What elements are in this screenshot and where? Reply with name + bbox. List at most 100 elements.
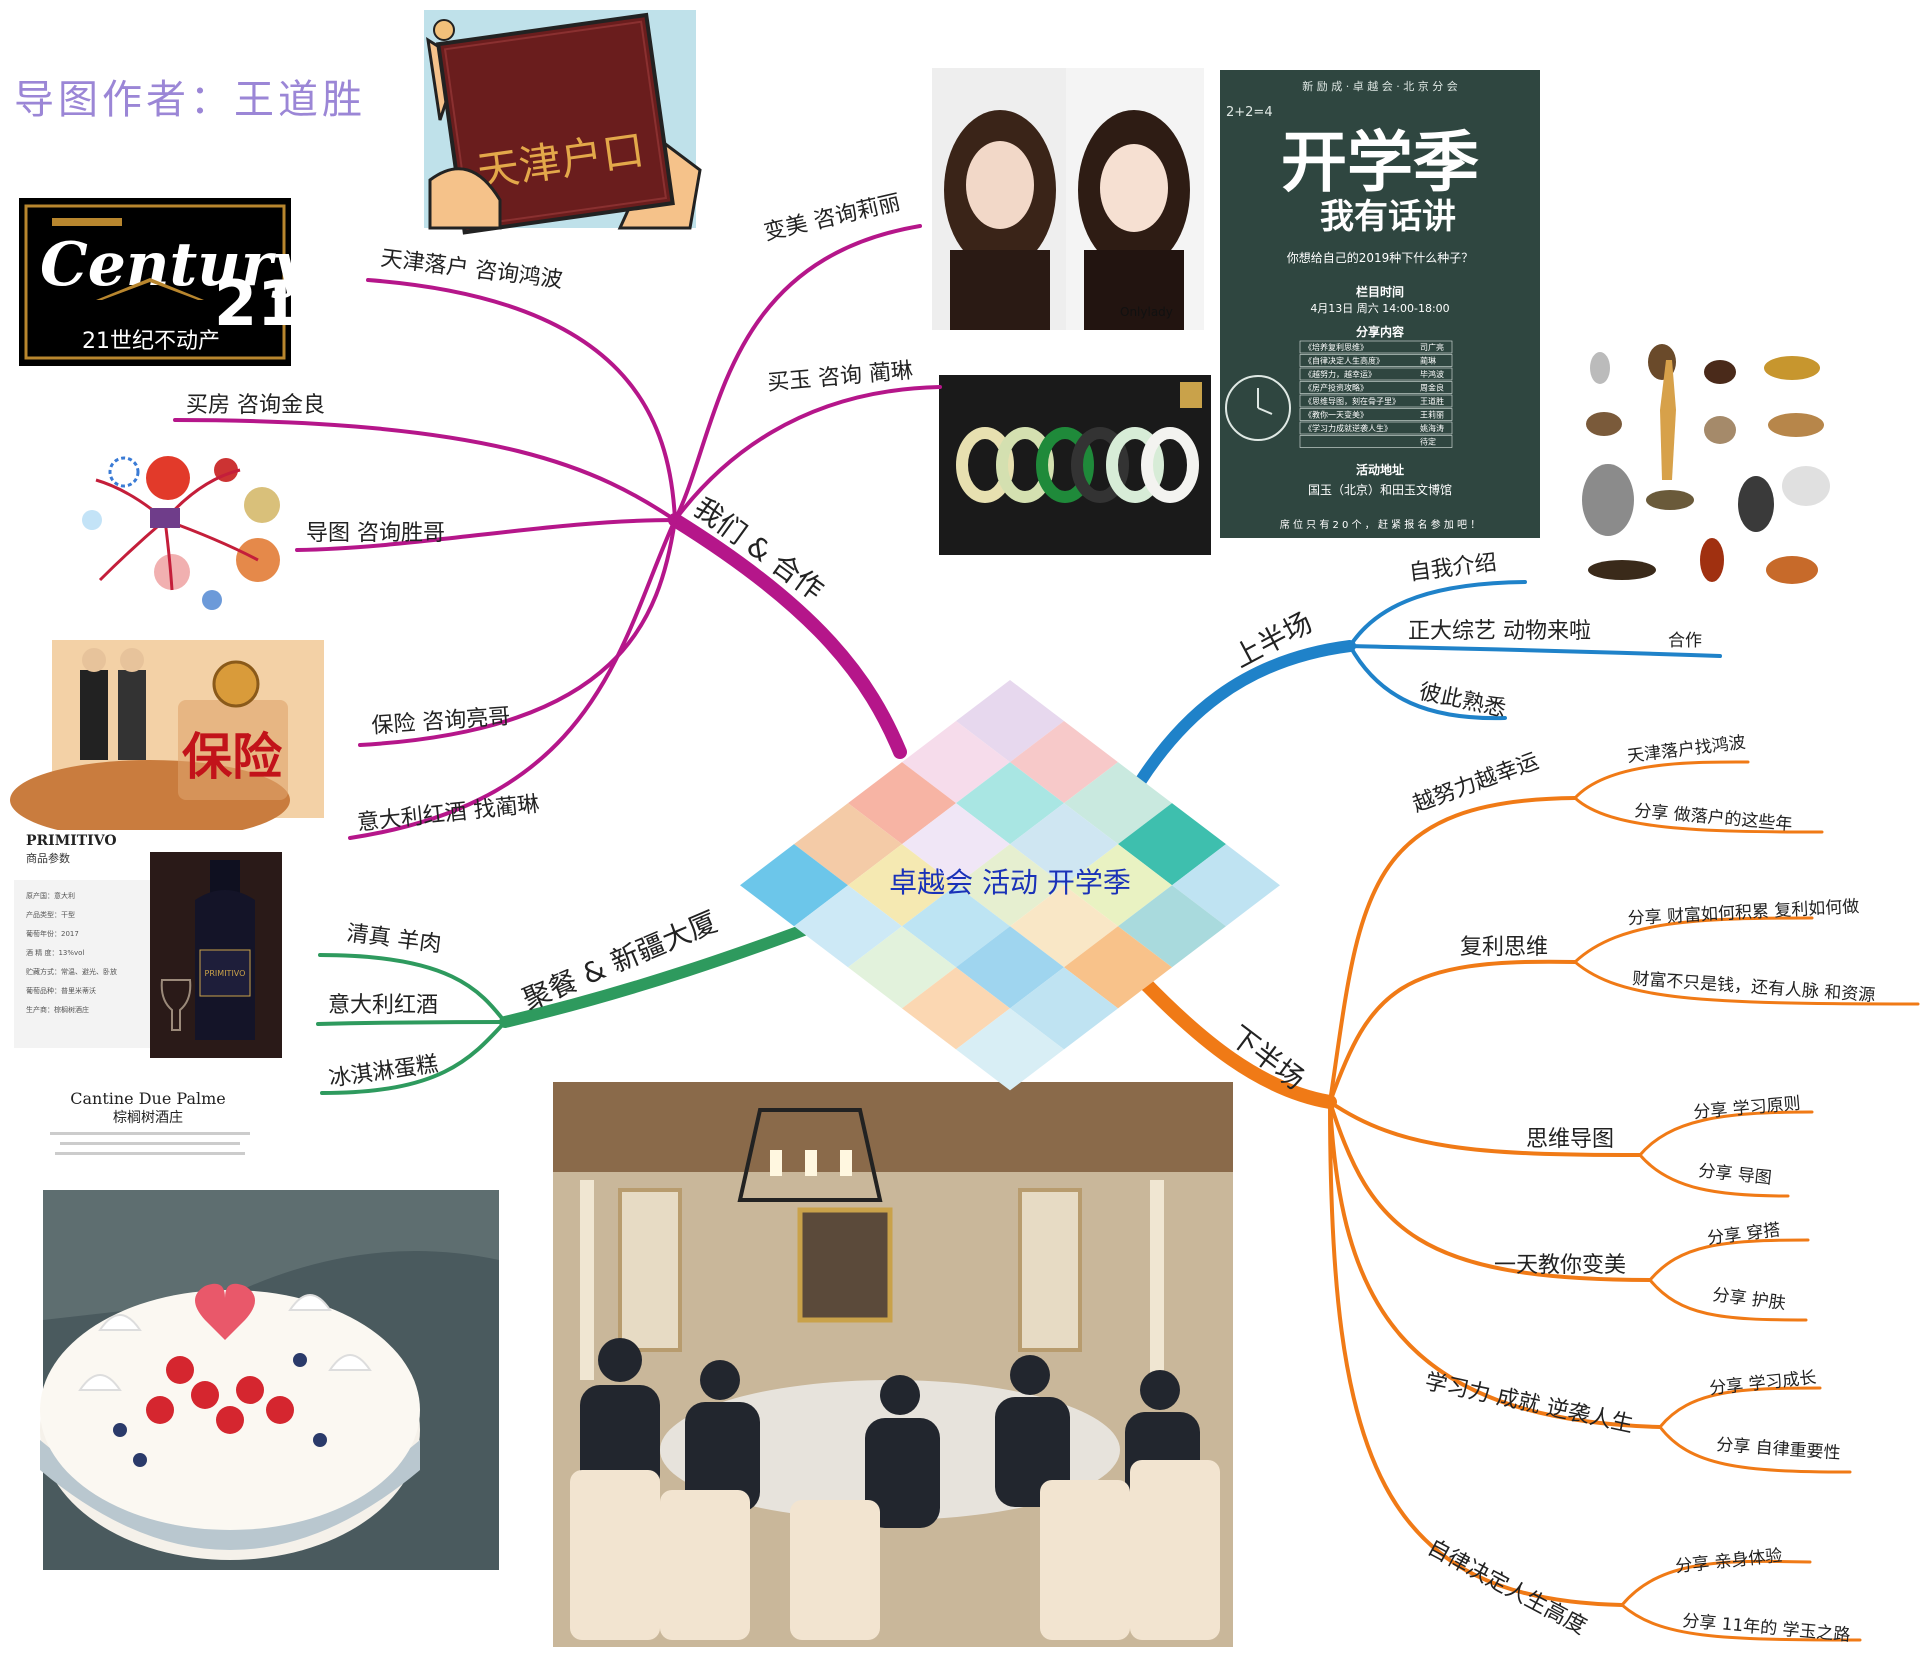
group-dinner-photo (553, 1082, 1233, 1647)
topic-beauty-sub-outfit[interactable]: 分享 穿搭 (1706, 1220, 1781, 1249)
poster-row-topic: 《思维导图，刻在骨子里》 (1304, 396, 1400, 406)
dinner-branch-label[interactable]: 聚餐 & 新疆大厦 (518, 905, 722, 1017)
dinner-item-cake[interactable]: 冰淇淋蛋糕 (327, 1052, 439, 1092)
poster-title: 开学季 (1281, 124, 1479, 201)
poster-row-speaker: 王莉丽 (1420, 410, 1444, 420)
topic-mindmap-sub-principle[interactable]: 分享 学习原则 (1693, 1094, 1802, 1123)
wine-spec-line: 生产商：棕榈树酒庄 (26, 1005, 89, 1014)
first-half-item-intro[interactable]: 自我介绍 (1408, 550, 1498, 586)
center-tile (1064, 926, 1172, 1009)
dinner-branch-lines (316, 918, 826, 1095)
center-tile (902, 721, 1010, 804)
poster-row-speaker: 周金良 (1420, 383, 1444, 393)
poster-row-topic: 《越努力，越幸运》 (1304, 369, 1376, 379)
onlylady-watermark: Onlylady (1120, 305, 1173, 319)
first-half-branch-lines (1134, 580, 1722, 788)
wine-spec-line: 贮藏方式：常温、避光、卧放 (26, 967, 117, 976)
century21-logo: Century 21 21世纪不动产 (19, 198, 312, 366)
poster-row-box (1299, 340, 1453, 354)
poster-row-speaker: 司广亮 (1420, 342, 1444, 352)
center-tile (902, 967, 1010, 1050)
poster-row-box (1299, 354, 1453, 367)
partner-item-house[interactable]: 买房 咨询金良 (186, 393, 325, 418)
poster-row-box (1299, 367, 1453, 381)
poster-row-topic: 《自律决定人生高度》 (1304, 356, 1384, 366)
wine-title: PRIMITIVO (26, 833, 117, 849)
poster-row-topic: 《房产投资攻略》 (1304, 383, 1368, 393)
topic-compound-sub-network[interactable]: 财富不只是钱，还有人脉 和资源 (1632, 969, 1876, 1006)
center-mosaic (740, 680, 1280, 1091)
winery-name: Cantine Due Palme (70, 1089, 226, 1108)
center-tile (1010, 967, 1118, 1050)
century21-brand: Century (40, 230, 312, 300)
wine-product-image: PRIMITIVO 商品参数 原产国：意大利产品类型：干型葡萄年份：2017酒 … (14, 830, 282, 1058)
jade-bangles-image (939, 375, 1211, 555)
partner-item-beauty[interactable]: 变美 咨询莉丽 (762, 190, 903, 246)
author-credit: 导图作者：王道胜 (14, 77, 366, 123)
poster-math: 2+2=4 (1226, 105, 1273, 120)
poster-footer: 席 位 只 有 2 0 个 ， 赶 紧 报 名 参 加 吧 ！ (1280, 518, 1480, 531)
poster-row-topic: 《教你一天变美》 (1304, 410, 1368, 420)
wine-spec-line: 葡萄年份：2017 (26, 929, 79, 938)
insurance-text: 保险 (182, 728, 283, 786)
topic-compound-sub-wealth[interactable]: 分享 财富如何积累 复利如何做 (1627, 897, 1860, 929)
hukou-image: 天津户口 (424, 10, 702, 235)
center-tile (956, 926, 1064, 1009)
partner-branch-lines (173, 224, 942, 840)
poster-row-speaker: 姚海涛 (1420, 423, 1444, 433)
event-poster: 新 励 成 · 卓 越 会 · 北 京 分 会 2+2=4 开学季 我有话讲 你… (1220, 70, 1540, 538)
partner-item-insurance[interactable]: 保险 咨询亮哥 (371, 704, 511, 739)
wine-spec-line: 原产国：意大利 (26, 891, 75, 900)
partner-item-wine[interactable]: 意大利红酒 找蔺琳 (356, 792, 541, 836)
second-half-branch-lines (1135, 760, 1920, 1642)
topic-discipline[interactable]: 自律决定人生高度 (1423, 1535, 1590, 1640)
wine-params-label: 商品参数 (26, 851, 70, 865)
poster-header: 新 励 成 · 卓 越 会 · 北 京 分 会 (1302, 79, 1457, 93)
center-tile (848, 762, 956, 845)
cake-photo (40, 1190, 499, 1570)
poster-row-box (1299, 381, 1453, 394)
poster-row-box (1299, 408, 1453, 421)
mindmap-thumbnail-image (52, 440, 292, 612)
center-tile (956, 1008, 1064, 1091)
topic-beauty-sub-skincare[interactable]: 分享 护肤 (1711, 1285, 1786, 1314)
poster-content-label: 分享内容 (1356, 324, 1404, 339)
poster-row-box (1299, 394, 1453, 408)
center-tile (848, 844, 956, 927)
topic-mindmap[interactable]: 思维导图 (1526, 1127, 1614, 1152)
topic-compound[interactable]: 复利思维 (1460, 935, 1548, 960)
poster-row-box (1299, 421, 1453, 435)
first-half-sub-cooperate[interactable]: 合作 (1668, 631, 1702, 651)
partner-item-mindmap[interactable]: 导图 咨询胜哥 (306, 521, 445, 546)
poster-address-label: 活动地址 (1356, 462, 1404, 477)
poster-time-label: 栏目时间 (1356, 284, 1404, 299)
poster-row-speaker: 蔺琳 (1420, 356, 1436, 366)
topic-learning[interactable]: 学习力 成就 逆袭人生 (1423, 1369, 1636, 1438)
topic-beauty[interactable]: 一天教你变美 (1494, 1253, 1626, 1278)
center-title: 卓越会 活动 开学季 (889, 866, 1131, 899)
topic-learning-sub-discipline[interactable]: 分享 自律重要性 (1716, 1435, 1841, 1464)
topic-discipline-sub-experience[interactable]: 分享 亲身体验 (1674, 1546, 1783, 1577)
partner-item-hukou[interactable]: 天津落户 咨询鸿波 (379, 246, 564, 293)
poster-time: 4月13日 周六 14:00-18:00 (1310, 302, 1449, 315)
poster-row-topic: 《学习力成就逆袭人生》 (1304, 423, 1392, 433)
dinner-item-wine[interactable]: 意大利红酒 (328, 993, 438, 1018)
topic-learning-sub-growth[interactable]: 分享 学习成长 (1708, 1368, 1817, 1399)
center-node[interactable]: 卓越会 活动 开学季 (740, 680, 1280, 1091)
center-tile (1010, 721, 1118, 804)
first-half-item-animals[interactable]: 正大综艺 动物来啦 (1408, 619, 1591, 644)
topic-mindmap-sub-map[interactable]: 分享 导图 (1697, 1161, 1772, 1189)
center-tile (956, 762, 1064, 845)
dinner-item-lamb[interactable]: 清真 羊肉 (345, 921, 442, 957)
poster-row-speaker: 待定 (1420, 437, 1436, 447)
poster-subtitle: 我有话讲 (1320, 197, 1456, 237)
animals-image (1580, 330, 1842, 598)
poster-row-speaker: 毕鸿波 (1420, 369, 1444, 379)
wine-spec-line: 葡萄品种：普里米蒂沃 (26, 986, 96, 995)
poster-address: 国玉（北京）和田玉文博馆 (1308, 482, 1452, 497)
center-tile (848, 926, 956, 1009)
poster-row-topic: 《培养复利思维》 (1304, 342, 1368, 352)
wine-spec-line: 酒 精 度：13%vol (26, 948, 84, 957)
center-tile (956, 844, 1064, 927)
